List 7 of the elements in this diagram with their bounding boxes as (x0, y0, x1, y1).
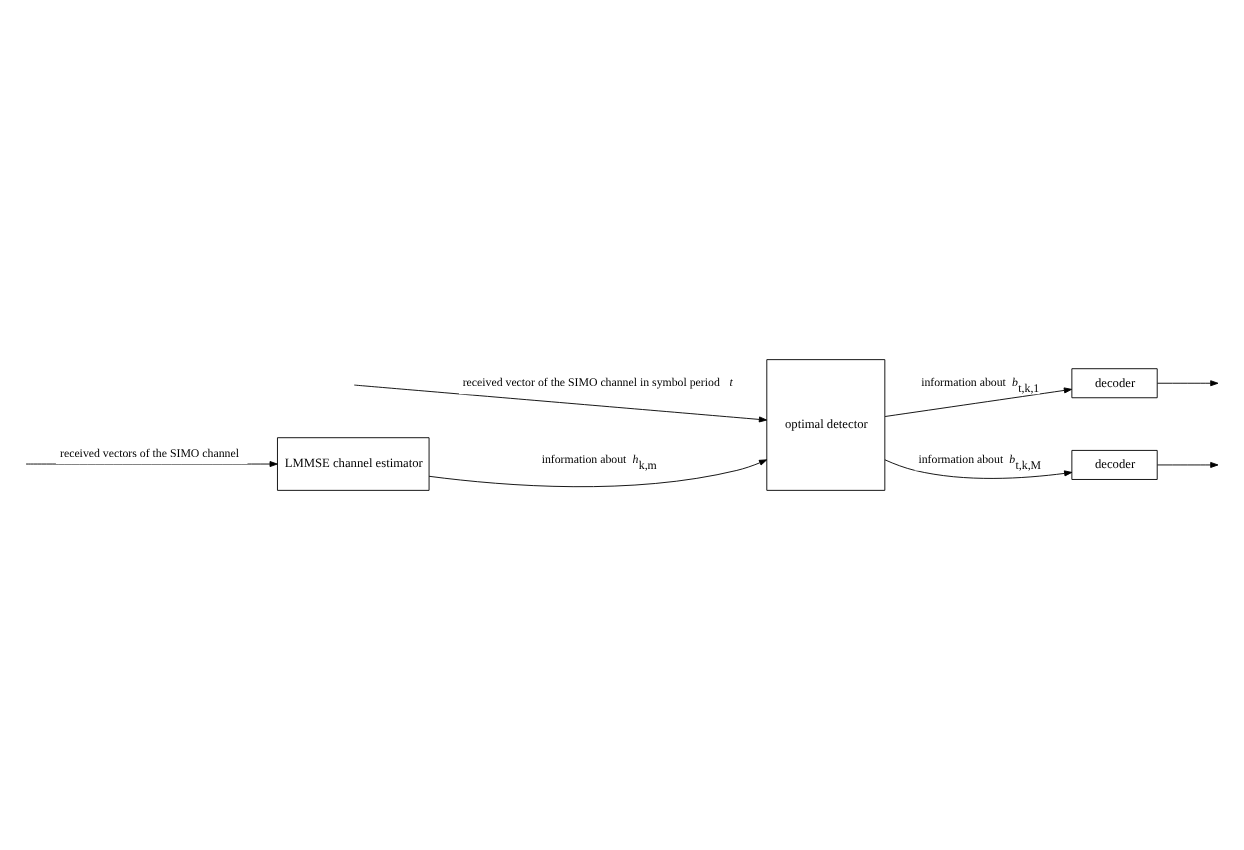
arrow (1157, 380, 1219, 387)
arrow (428, 459, 768, 488)
arrow (25, 461, 278, 468)
arrow (1157, 461, 1219, 468)
arrow (884, 387, 1073, 417)
arrow (353, 384, 768, 423)
arrow (884, 459, 1073, 479)
